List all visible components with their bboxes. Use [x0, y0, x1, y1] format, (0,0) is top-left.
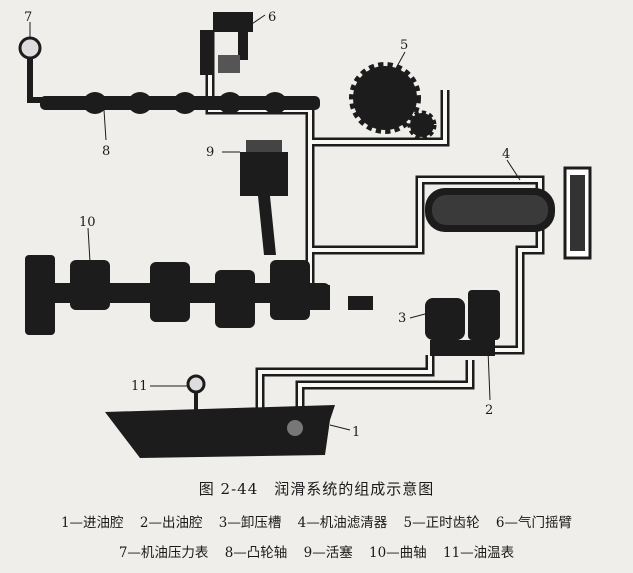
callout-11: 11: [131, 379, 148, 394]
legend-item: 11—油温表: [443, 545, 514, 561]
legend-item: 5—正时齿轮: [404, 515, 480, 531]
legend-item: 9—活塞: [304, 545, 353, 561]
legend-item: 6—气门摇臂: [496, 515, 572, 531]
callout-10: 10: [79, 215, 96, 230]
legend-item: 2—出油腔: [140, 515, 203, 531]
callout-7: 7: [24, 10, 32, 25]
callout-1: 1: [352, 425, 360, 440]
legend-item: 1—进油腔: [61, 515, 124, 531]
legend-item: 4—机油滤清器: [298, 515, 388, 531]
legend-item: 3—卸压槽: [219, 515, 282, 531]
callout-9: 9: [206, 145, 214, 160]
legend-row-2: 7—机油压力表 8—凸轮轴 9—活塞 10—曲轴 11—油温表: [0, 541, 633, 561]
oil-pan: [105, 405, 335, 458]
callout-6: 6: [268, 10, 276, 25]
camshaft: [40, 92, 320, 114]
rocker-arm: [200, 12, 253, 75]
callout-5: 5: [400, 38, 408, 53]
piston: [240, 140, 288, 255]
callout-8: 8: [102, 144, 110, 159]
timing-gears: [353, 66, 434, 137]
legend-row-1: 1—进油腔 2—出油腔 3—卸压槽 4—机油滤清器 5—正时齿轮 6—气门摇臂: [0, 511, 633, 531]
callout-2: 2: [485, 403, 493, 418]
oil-pump: [425, 290, 500, 356]
legend-item: 8—凸轮轴: [225, 545, 288, 561]
lubrication-system-diagram: 6 7 5 8 4 9 10 3 11 2 1: [0, 0, 633, 470]
oil-pressure-gauge: [20, 38, 60, 100]
figure-caption: 图 2-44 润滑系统的组成示意图: [0, 478, 633, 499]
crankshaft: [25, 255, 373, 335]
legend-item: 7—机油压力表: [119, 545, 209, 561]
callout-4: 4: [502, 147, 510, 162]
legend-item: 10—曲轴: [369, 545, 427, 561]
callout-3: 3: [398, 311, 406, 326]
